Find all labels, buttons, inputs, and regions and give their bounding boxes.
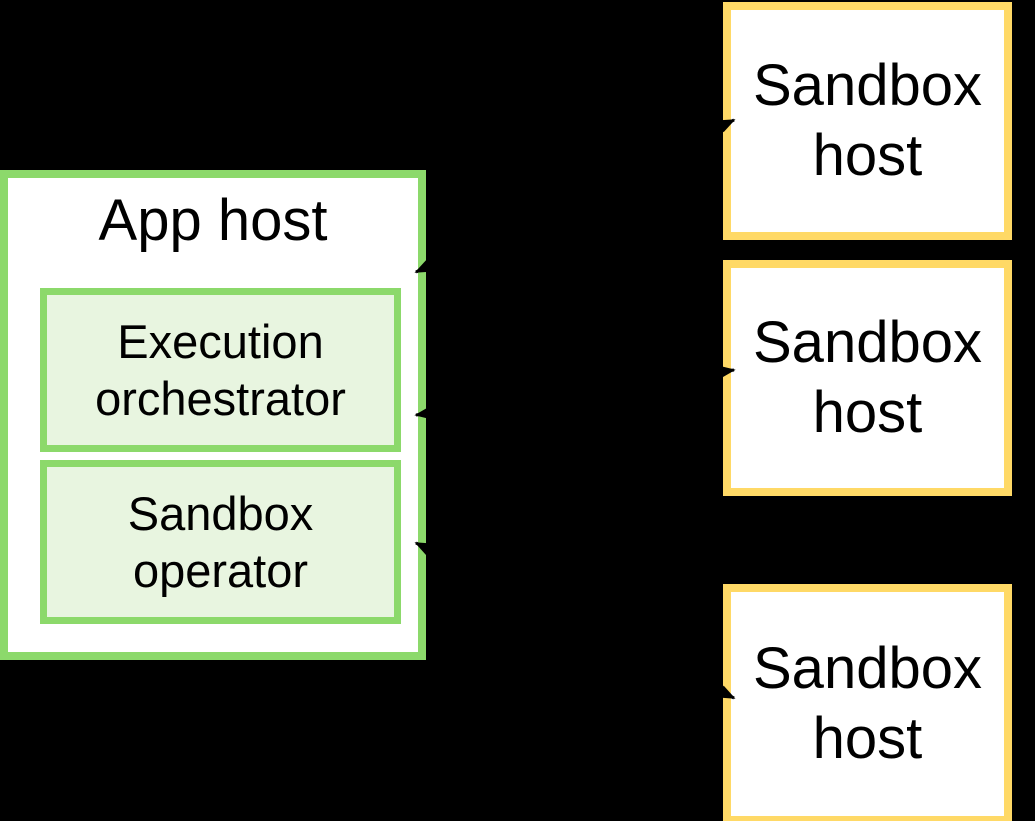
- sandbox-host-box-2: Sandbox host: [723, 260, 1012, 496]
- sandbox-operator-box: Sandbox operator: [40, 460, 401, 624]
- sandbox-host-label-1: Sandbox host: [753, 53, 982, 188]
- app-host-title: App host: [98, 188, 328, 253]
- sandbox-host-label-2: Sandbox host: [753, 310, 982, 445]
- arrow-app-host-to-sandbox-host-1: [414, 118, 736, 274]
- arrow-app-host-to-sandbox-host-3: [414, 541, 736, 700]
- execution-orchestrator-box: Execution orchestrator: [40, 288, 401, 452]
- sandbox-host-box-3: Sandbox host: [723, 584, 1012, 821]
- sandbox-operator-label: Sandbox operator: [127, 487, 314, 597]
- sandbox-host-label-3: Sandbox host: [753, 636, 982, 771]
- sandbox-host-box-1: Sandbox host: [723, 2, 1012, 240]
- execution-orchestrator-label: Execution orchestrator: [95, 315, 346, 425]
- app-host-box: App host Execution orchestrator Sandbox …: [0, 170, 426, 660]
- arrow-app-host-to-sandbox-host-2: [414, 365, 736, 420]
